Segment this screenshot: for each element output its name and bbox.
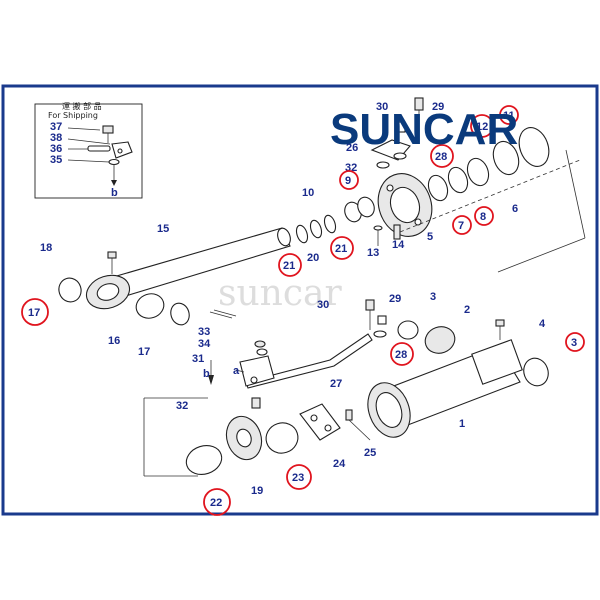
callout-11-ring (499, 105, 519, 125)
cylinder-head-assembly (344, 97, 586, 273)
callout-37: 37 (50, 121, 62, 133)
callout-24: 24 (333, 458, 346, 470)
callout-8-ring (474, 206, 494, 226)
callout-32-top: 32 (345, 162, 357, 174)
callout-14: 14 (392, 239, 405, 251)
shipping-title-cn: 運 搬 部 品 (62, 101, 102, 111)
pipe-assembly (208, 309, 373, 409)
callout-17a: 17 (28, 307, 40, 319)
callout-32-bottom: 32 (176, 400, 188, 412)
callout-22: 22 (210, 497, 222, 509)
callout-3-right-ring (565, 332, 585, 352)
callout-26: 26 (346, 142, 358, 154)
callout-7: 7 (458, 220, 464, 232)
callout-17a-ring (21, 298, 49, 326)
callout-5: 5 (427, 231, 433, 243)
piston-assembly (143, 397, 371, 477)
callout-9: 9 (345, 175, 351, 187)
callout-7-ring (452, 215, 472, 235)
callout-34: 34 (198, 338, 211, 350)
callout-20: 20 (307, 252, 319, 264)
callout-21b-ring (330, 236, 354, 260)
callout-30-top: 30 (376, 101, 388, 113)
callout-29-top: 29 (432, 101, 444, 113)
callout-16: 16 (108, 335, 120, 347)
callout-15: 15 (157, 223, 169, 235)
callout-4: 4 (539, 318, 546, 330)
callout-21a: 21 (283, 260, 295, 272)
callout-8: 8 (480, 211, 486, 223)
callout-12-ring (470, 114, 494, 138)
callout-28-top: 28 (435, 151, 447, 163)
callout-6: 6 (512, 203, 518, 215)
shipping-parts-box: 運 搬 部 品 For Shipping b (34, 101, 143, 199)
callout-21a-ring (278, 253, 302, 277)
callout-13: 13 (367, 247, 379, 259)
callout-30-bottom: 30 (317, 299, 329, 311)
callout-36: 36 (50, 143, 62, 155)
callout-18: 18 (40, 242, 52, 254)
callout-11: 11 (503, 110, 515, 122)
callout-38: 38 (50, 132, 62, 144)
callout-28-bottom: 28 (395, 349, 407, 361)
logo-text: SUNCAR (330, 105, 518, 154)
callout-17b: 17 (138, 346, 150, 358)
callout-28-top-ring (430, 144, 454, 168)
callout-28-bottom-ring (390, 342, 414, 366)
callout-1: 1 (459, 418, 465, 430)
ref-b: b (203, 368, 210, 380)
callout-10: 10 (302, 187, 314, 199)
suncar-logo: SUNCAR (330, 105, 518, 154)
callout-22-ring (203, 488, 231, 516)
callout-23: 23 (292, 472, 304, 484)
callout-12: 12 (476, 121, 488, 133)
callout-31: 31 (192, 353, 204, 365)
callout-21b: 21 (335, 243, 347, 255)
callout-2: 2 (464, 304, 470, 316)
watermark: suncar (218, 273, 342, 314)
callout-9-ring (339, 170, 359, 190)
callout-3-mid: 3 (430, 291, 436, 303)
shipping-title-en: For Shipping (48, 111, 98, 120)
ref-a: a (233, 365, 240, 377)
callout-27: 27 (330, 378, 342, 390)
callout-35: 35 (50, 154, 62, 166)
callout-25: 25 (364, 447, 376, 459)
callout-33: 33 (198, 326, 210, 338)
callout-3-right: 3 (571, 337, 577, 349)
cylinder-tube (365, 299, 549, 438)
callout-23-ring (286, 464, 312, 490)
shipping-ref-b: b (111, 187, 118, 199)
callout-19: 19 (251, 485, 263, 497)
piston-rod (58, 214, 337, 326)
callout-29-bottom: 29 (389, 293, 401, 305)
